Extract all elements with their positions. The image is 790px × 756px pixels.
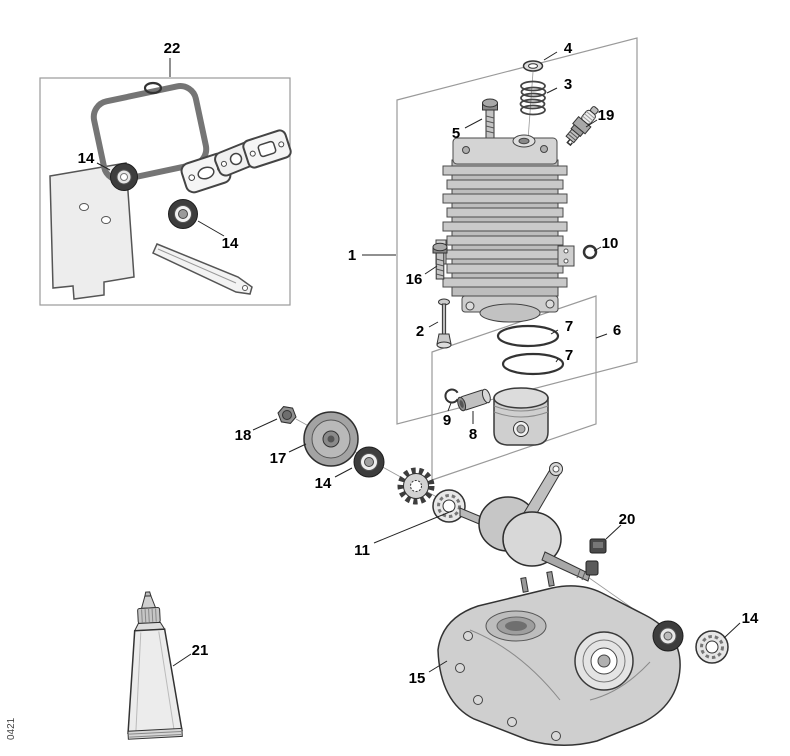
callout-15: 15 [409, 670, 426, 687]
piston [493, 387, 549, 446]
callout-4: 4 [564, 40, 573, 57]
crankcase [437, 571, 681, 746]
callout-17: 17 [270, 450, 287, 467]
callout-19: 19 [598, 107, 615, 124]
collar-nut [277, 406, 297, 424]
washer [522, 60, 544, 72]
callout-1: 1 [348, 247, 356, 264]
piston-assembly-box [431, 295, 597, 481]
callout-2: 2 [416, 323, 424, 340]
grooved-bearing [353, 446, 385, 478]
clutch-drum [303, 411, 359, 467]
page-side-code: 0421 [6, 717, 17, 740]
crankshaft [459, 462, 591, 582]
crankcase-bearing [695, 630, 729, 664]
piston-ring-lower [501, 352, 565, 376]
leader-lines [96, 51, 741, 673]
decompression-valve [436, 298, 452, 349]
piston-ring-upper [496, 324, 560, 348]
sealant-tube [127, 591, 183, 740]
gasket-set-box [39, 77, 291, 306]
flange-gasket-1 [180, 152, 232, 194]
callout-21: 21 [192, 642, 209, 659]
callout-9: 9 [443, 412, 451, 429]
callout-18: 18 [235, 427, 252, 444]
callout-22: 22 [164, 40, 181, 57]
callout-10: 10 [602, 235, 619, 252]
callout-7-upper: 7 [565, 318, 573, 335]
sprocket [397, 467, 435, 505]
ignition-contact-part [585, 538, 607, 576]
callout-3: 3 [564, 76, 572, 93]
callout-14-bearing-right: 14 [742, 610, 759, 627]
spark-plug [565, 106, 599, 147]
oil-seal-top [110, 163, 138, 191]
callout-14-seal-top: 14 [78, 150, 95, 167]
callout-16: 16 [406, 271, 423, 288]
wrist-pin [457, 388, 491, 412]
o-ring [582, 244, 598, 260]
callout-5: 5 [452, 125, 460, 142]
callout-20: 20 [619, 511, 636, 528]
cylinder [435, 134, 575, 323]
large-gasket [90, 83, 210, 183]
circlip [444, 388, 459, 404]
crankcase-seal [652, 620, 684, 652]
oil-seal-lower [168, 199, 198, 229]
callout-14-bearing-mid: 14 [315, 475, 332, 492]
callout-14-seal-lower: 14 [222, 235, 239, 252]
callout-11: 11 [354, 542, 370, 559]
o-ring-small [143, 81, 163, 95]
bolt-top [482, 98, 498, 139]
cylinder-assembly-box [396, 37, 638, 425]
flange-gasket-3 [242, 129, 292, 169]
callout-7-lower: 7 [565, 347, 573, 364]
ball-bearing [432, 489, 466, 523]
scraper-tool [152, 243, 253, 295]
spring [519, 80, 547, 116]
mounting-plate [49, 162, 135, 300]
callout-8: 8 [469, 426, 477, 443]
callout-6: 6 [613, 322, 621, 339]
